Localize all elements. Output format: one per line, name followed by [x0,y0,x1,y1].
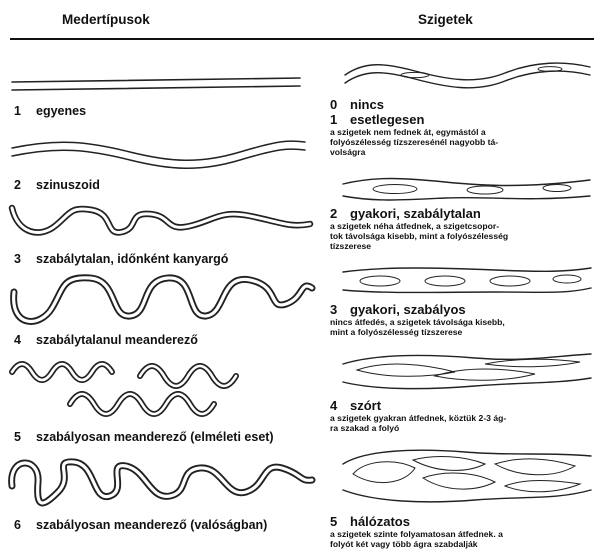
header-divider [10,38,594,40]
river-irregular-sketch [0,198,320,248]
islands-5-sketch [335,446,600,506]
river-regular-meander-theoretical-sketch [0,352,320,422]
islands-header: Szigetek [418,12,473,27]
islands-4-sketch [335,350,600,394]
islands-0-sketch [335,55,600,93]
river-regular-meander-real-sketch [0,452,320,512]
river-irregular-meander-sketch [0,270,320,332]
river-sinusoidal-sketch [0,132,320,172]
river-straight-sketch [0,70,320,100]
islands-3-sketch [335,262,600,298]
meander-types-header: Medertípusok [62,12,150,27]
islands-2-sketch [335,172,600,206]
